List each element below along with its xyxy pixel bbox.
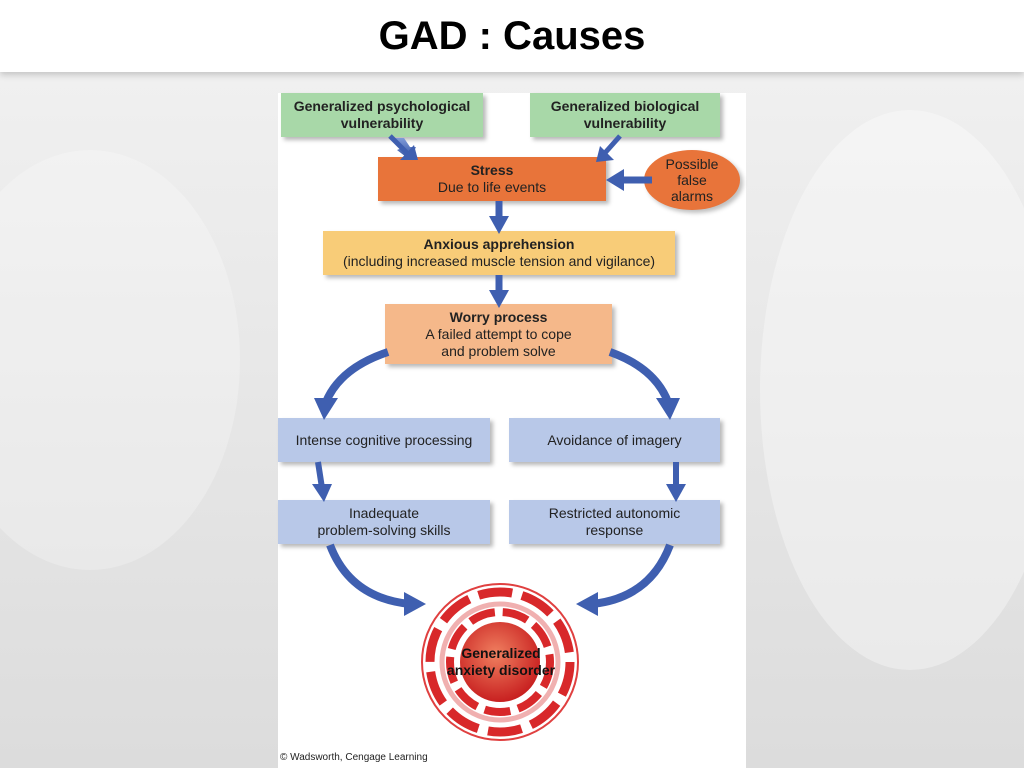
inadequate-line1: Inadequate	[348, 505, 420, 521]
anxious-title: Anxious apprehension	[423, 236, 575, 252]
worry-title: Worry process	[449, 308, 548, 325]
worry-process-box: Worry process A failed attempt to cope a…	[385, 304, 612, 364]
arrow-restricted-to-gad	[576, 543, 674, 616]
arrow-worry-to-avoidance	[608, 348, 680, 420]
psych-vuln-line1: Generalized psychological	[293, 98, 471, 114]
arrow-cognitive-to-inadequate	[312, 461, 332, 502]
false-alarms-ellipse: Possible false alarms	[644, 150, 740, 210]
false-alarms-line1: Possible	[665, 156, 719, 172]
arrow-worry-to-cognitive	[314, 348, 390, 420]
arrow-inadequate-to-gad	[326, 543, 426, 616]
gad-target-graphic	[421, 583, 579, 741]
bio-vuln-line2: vulnerability	[583, 115, 667, 131]
stress-detail: Due to life events	[437, 179, 547, 195]
bio-vuln-line1: Generalized biological	[550, 98, 700, 114]
avoidance-label: Avoidance of imagery	[547, 431, 682, 448]
background-blob	[0, 150, 240, 570]
arrow-psych-to-stress	[388, 134, 418, 160]
false-alarms-line3: alarms	[670, 188, 713, 204]
inadequate-line2: problem-solving skills	[317, 522, 451, 538]
avoidance-imagery-box: Avoidance of imagery	[509, 418, 720, 462]
psych-vuln-line2: vulnerability	[340, 115, 424, 131]
false-alarms-line2: false	[677, 172, 707, 188]
arrow-stress-to-anxious	[489, 201, 509, 234]
copyright-credit: © Wadsworth, Cengage Learning	[280, 752, 428, 763]
biological-vulnerability-box: Generalized biological vulnerability	[530, 93, 720, 137]
gad-line2: anxiety disorder	[446, 662, 556, 678]
inadequate-skills-box: Inadequate problem-solving skills	[278, 500, 490, 544]
slide-title: GAD : Causes	[378, 14, 646, 58]
arrow-avoidance-to-restricted	[666, 462, 686, 502]
psychological-vulnerability-box: Generalized psychological vulnerability	[281, 93, 483, 137]
gad-line1: Generalized	[461, 645, 541, 661]
gad-label: Generalized anxiety disorder	[411, 645, 591, 679]
worry-line2: and problem solve	[441, 342, 556, 359]
stress-title: Stress	[470, 162, 514, 178]
restricted-line2: response	[585, 522, 644, 538]
arrow-alarms-to-stress	[606, 169, 652, 191]
restricted-line1: Restricted autonomic	[548, 505, 681, 521]
restricted-response-box: Restricted autonomic response	[509, 500, 720, 544]
worry-line1: A failed attempt to cope	[425, 325, 572, 342]
title-bar: GAD : Causes	[0, 0, 1024, 72]
cognitive-label: Intense cognitive processing	[295, 431, 473, 448]
cognitive-processing-box: Intense cognitive processing	[278, 418, 490, 462]
background-blob	[760, 110, 1024, 670]
arrow-anxious-to-worry	[489, 275, 509, 308]
stress-box: Stress Due to life events	[378, 157, 606, 201]
anxious-apprehension-box: Anxious apprehension (including increase…	[323, 231, 675, 275]
arrow-bio-to-stress	[596, 134, 622, 162]
anxious-detail: (including increased muscle tension and …	[342, 253, 656, 269]
